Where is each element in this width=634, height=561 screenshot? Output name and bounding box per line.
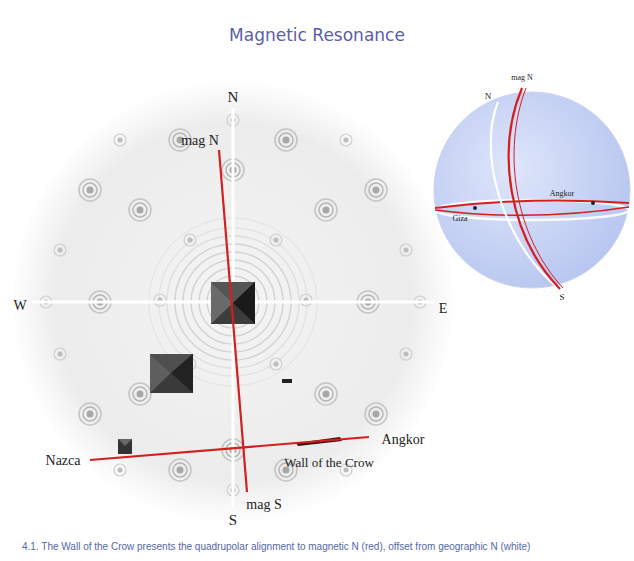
globe-label: S: [559, 293, 564, 303]
globe-label: N: [485, 92, 492, 102]
globe-label: Angkor: [550, 190, 574, 199]
title: Magnetic Resonance: [229, 26, 405, 45]
site-label: Angkor: [382, 432, 425, 447]
compass-label: E: [439, 301, 448, 316]
globe-label: Giza: [452, 215, 467, 224]
compass-label: W: [13, 298, 26, 313]
site-label: Wall of the Crow: [284, 456, 374, 470]
axis-label: mag S: [246, 497, 281, 512]
compass-label: N: [228, 89, 239, 106]
caption: 4.1. The Wall of the Crow presents the q…: [22, 541, 530, 552]
globe-label: mag N: [511, 74, 533, 83]
axis-label: mag N: [181, 133, 219, 148]
compass-label: S: [229, 512, 237, 529]
site-label: Nazca: [46, 453, 81, 468]
